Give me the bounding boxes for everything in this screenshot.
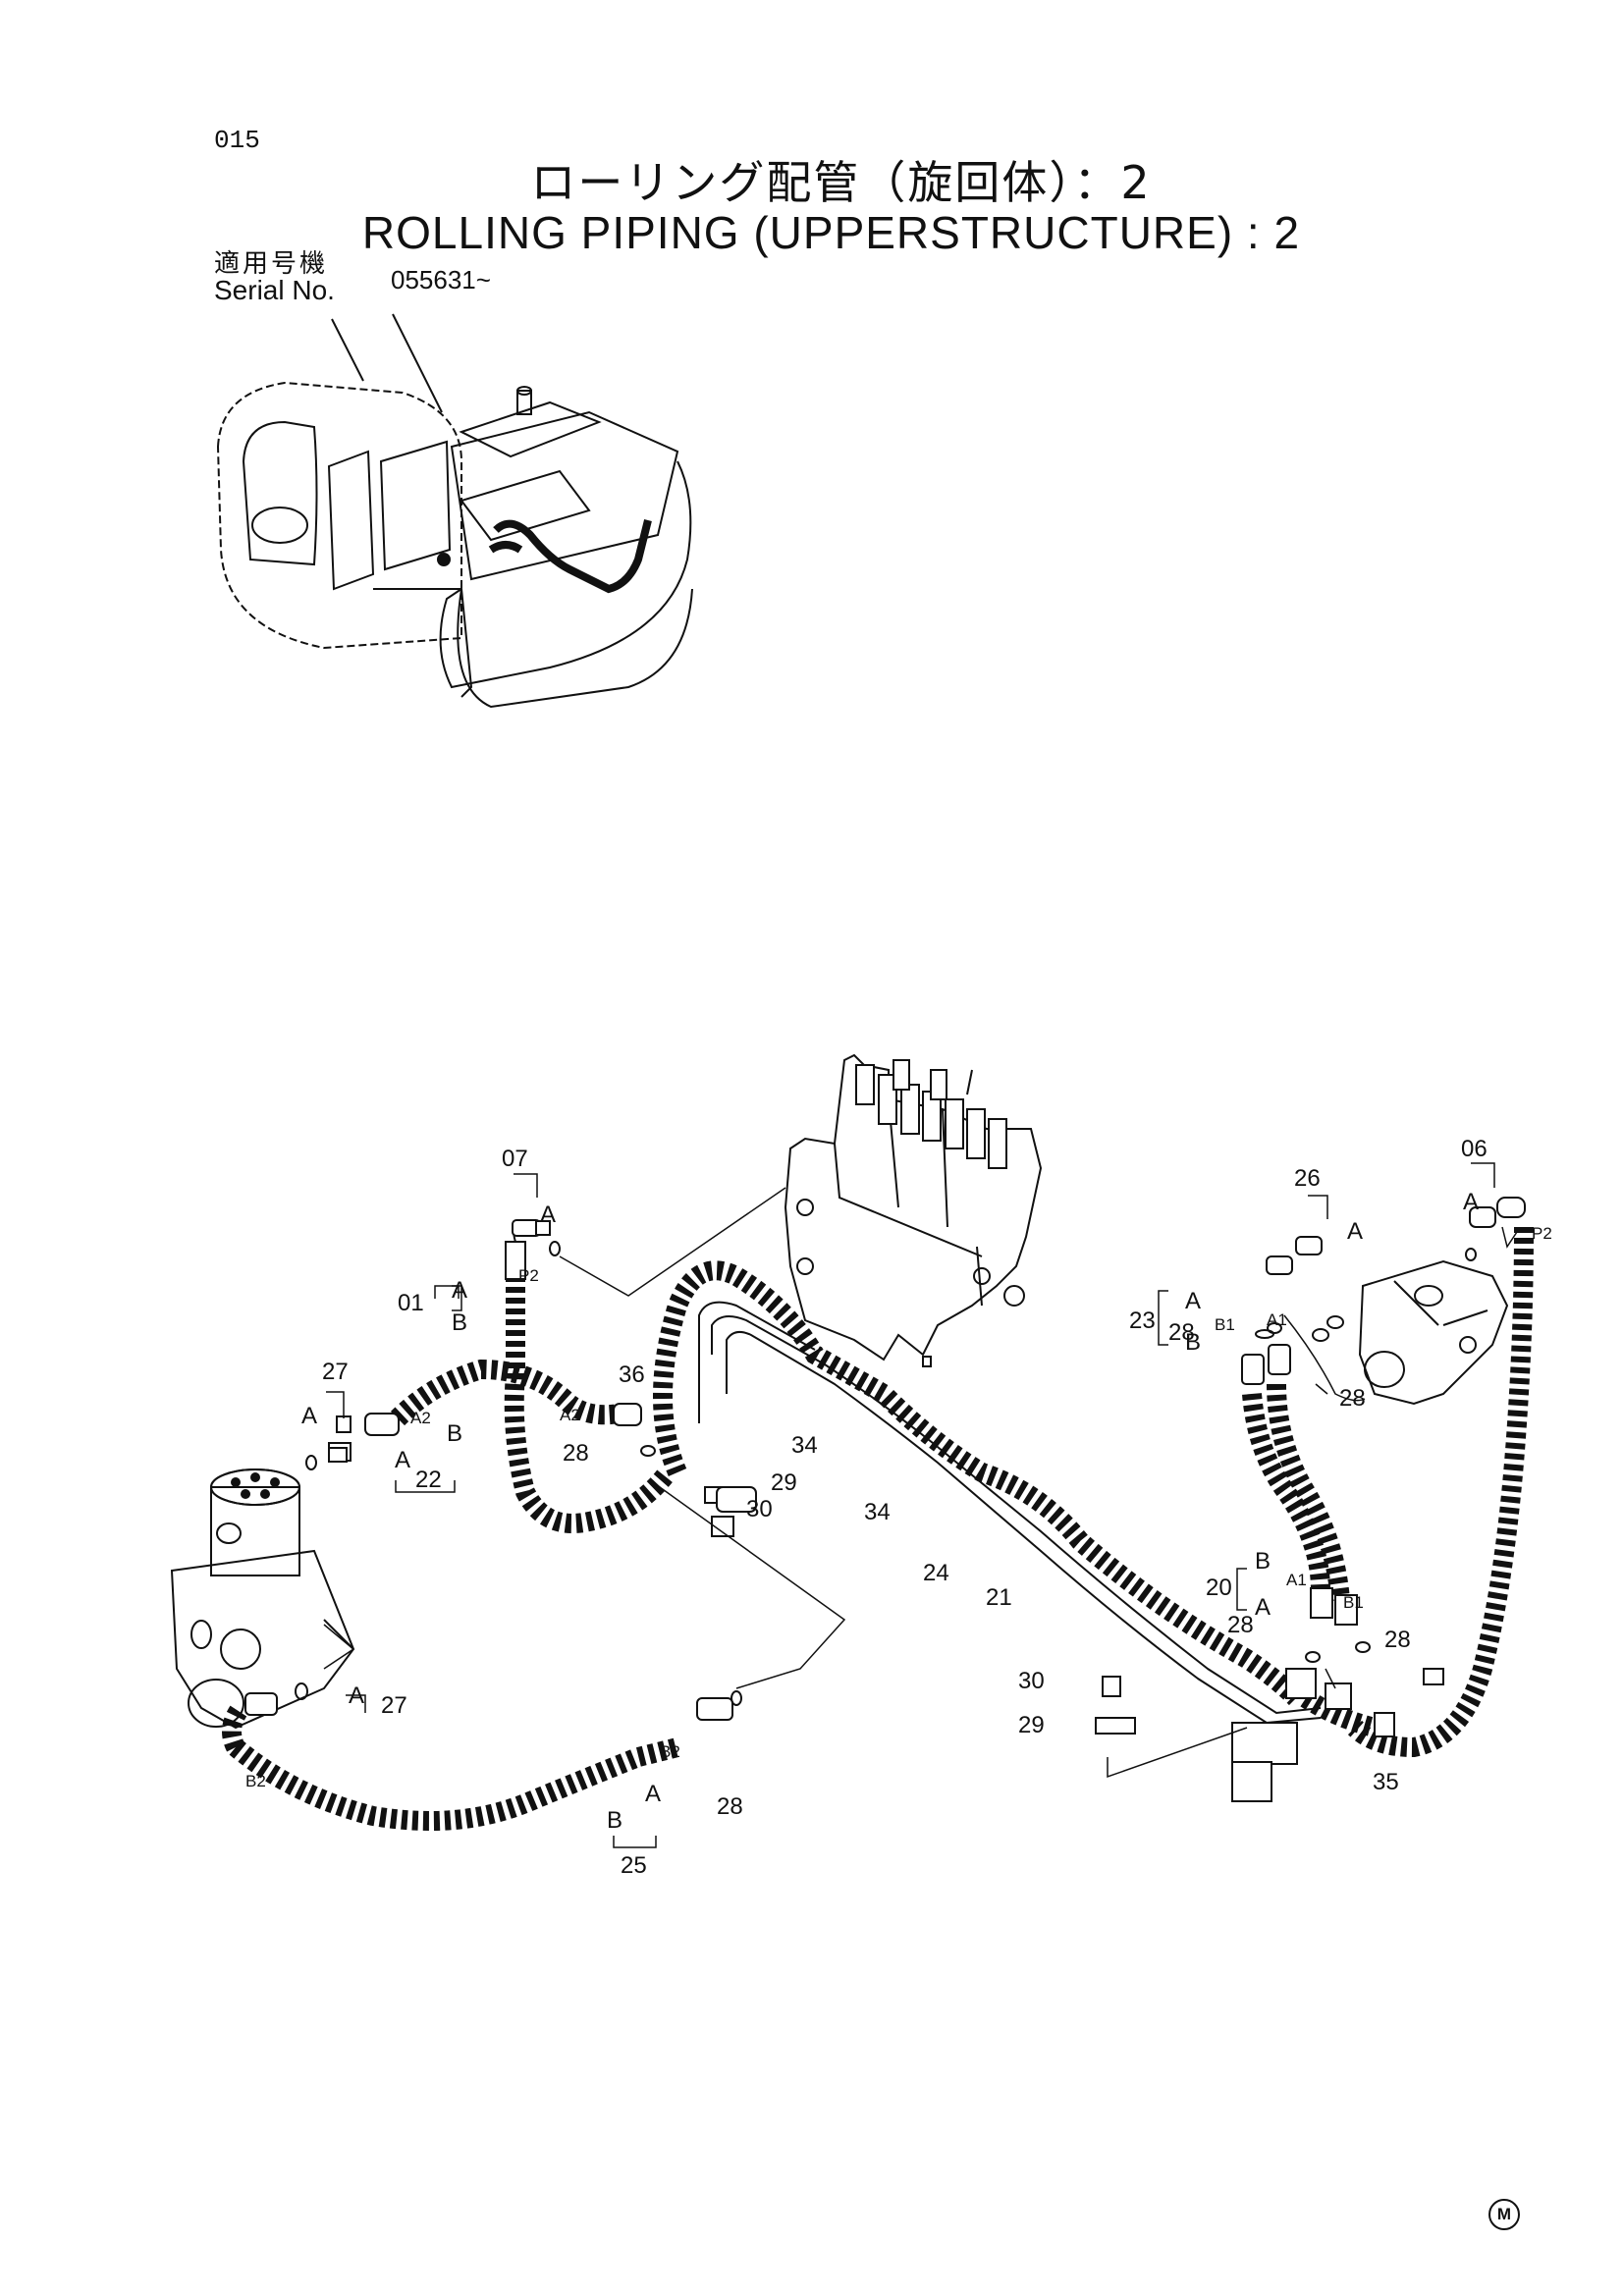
callout-35: 35 <box>1373 1769 1399 1795</box>
port-a-20: A <box>1255 1594 1271 1621</box>
title-english: ROLLING PIPING (UPPERSTRUCTURE) : 2 <box>361 207 1301 258</box>
callout-22: 22 <box>415 1467 442 1493</box>
port-a-27: A <box>301 1403 317 1429</box>
port-a-07: A <box>540 1201 556 1228</box>
callout-28-d: 28 <box>1227 1612 1254 1638</box>
callout-25: 25 <box>621 1852 647 1879</box>
title-japanese: ローリング配管（旋回体）：2 <box>530 156 1152 209</box>
control-valve <box>784 1053 1043 1367</box>
port-b2-swivel: B2 <box>245 1772 266 1790</box>
port-b-25: B <box>607 1807 622 1834</box>
port-b-01: B <box>452 1309 467 1336</box>
port-labels: A A B P2 A P2 A A A A2 A2 A B A B B1 A1 … <box>245 1189 1552 1834</box>
callout-06: 06 <box>1461 1136 1488 1162</box>
port-b1-23: B1 <box>1215 1315 1235 1334</box>
port-a-25: A <box>645 1781 661 1807</box>
callout-28-a: 28 <box>563 1440 589 1467</box>
port-a1-20: A1 <box>1286 1571 1307 1589</box>
leader-lines <box>323 1187 1518 1779</box>
serial-label-japanese: 適用号機 <box>214 249 329 279</box>
callout-01: 01 <box>398 1290 424 1316</box>
port-a2-22b: A2 <box>560 1406 580 1424</box>
port-a1-23: A1 <box>1267 1310 1287 1329</box>
port-a-06: A <box>1463 1189 1479 1215</box>
o-rings <box>295 1241 1477 1706</box>
callout-24: 24 <box>923 1560 949 1586</box>
excavator-overview-sketch <box>216 313 693 709</box>
callout-34-a: 34 <box>791 1432 818 1459</box>
callout-28-b: 28 <box>1168 1319 1195 1346</box>
port-p2-06: P2 <box>1532 1224 1552 1243</box>
callout-34-b: 34 <box>864 1499 891 1525</box>
port-a-27b: A <box>349 1682 364 1709</box>
callout-28-c: 28 <box>1339 1385 1366 1412</box>
callout-brackets <box>326 1162 1495 1848</box>
callout-21: 21 <box>986 1584 1012 1611</box>
serial-value: 055631~ <box>391 265 491 294</box>
fittings <box>244 1197 1526 1802</box>
port-a-23: A <box>1185 1288 1201 1314</box>
callout-27-b: 27 <box>381 1692 407 1719</box>
page-number: 015 <box>214 126 260 155</box>
callout-23: 23 <box>1129 1308 1156 1334</box>
callout-28-f: 28 <box>717 1793 743 1820</box>
port-b-23: B <box>1185 1329 1201 1356</box>
callout-26: 26 <box>1294 1165 1321 1192</box>
callout-29-b: 29 <box>1018 1712 1045 1738</box>
port-b2-25: B2 <box>660 1742 680 1761</box>
manufacturer-mark: M <box>1488 2199 1520 2230</box>
callout-20: 20 <box>1206 1575 1232 1601</box>
port-a2-22: A2 <box>410 1409 431 1427</box>
steel-pipes <box>698 1301 1322 1725</box>
swing-valve <box>1312 1259 1509 1406</box>
port-b1-20: B1 <box>1343 1593 1364 1612</box>
callout-27-a: 27 <box>322 1359 349 1385</box>
port-b-20: B <box>1255 1548 1271 1575</box>
callout-30-b: 30 <box>1018 1668 1045 1694</box>
serial-label-english: Serial No. <box>214 275 335 305</box>
callout-labels: 07 06 01 26 27 27 36 28 28 28 28 28 28 2… <box>322 1136 1488 1879</box>
callout-30-a: 30 <box>746 1496 773 1522</box>
callout-29-a: 29 <box>771 1469 797 1496</box>
callout-28-e: 28 <box>1384 1627 1411 1653</box>
port-a-26: A <box>1347 1218 1363 1245</box>
port-b-22: B <box>447 1420 462 1447</box>
callout-07: 07 <box>502 1146 528 1172</box>
center-joint <box>170 1468 355 1730</box>
callout-36: 36 <box>619 1362 645 1388</box>
hoses <box>222 1226 1534 1831</box>
port-a-01: A <box>452 1277 467 1304</box>
port-a-22: A <box>395 1447 410 1473</box>
port-p2-01: P2 <box>518 1266 539 1285</box>
